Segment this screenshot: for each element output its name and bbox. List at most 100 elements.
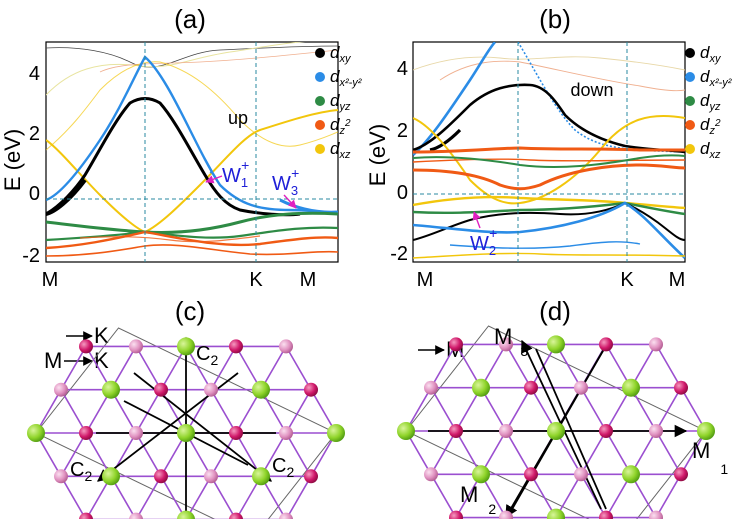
atom-green (177, 510, 195, 519)
c2-label: C2 (196, 343, 218, 368)
symmetry-axis (535, 348, 607, 510)
atom-pink (574, 380, 588, 395)
ytick: 4 (397, 58, 408, 80)
legend-marker (315, 120, 325, 130)
lattice-c (27, 327, 345, 519)
atom-magenta (154, 469, 168, 484)
bond (655, 473, 682, 519)
band-dz2 (46, 230, 338, 250)
atom-magenta (229, 426, 243, 440)
atom-pink (129, 426, 143, 440)
atom-green (327, 424, 345, 442)
atom-pink (54, 469, 68, 484)
bond (285, 432, 312, 477)
legend-marker (315, 72, 325, 82)
atom-pink (204, 382, 218, 397)
legend-entry: dxy (700, 43, 722, 65)
panel-b: (b) (365, 4, 686, 291)
bond (430, 343, 457, 389)
spin-label: down (570, 80, 613, 100)
ytick: 0 (29, 183, 40, 205)
axis-m2-label: M2 (460, 482, 496, 517)
band-faint (413, 56, 685, 71)
ytick: 0 (397, 182, 408, 204)
kpoint-label: M (417, 269, 434, 291)
atom-magenta (524, 467, 538, 482)
band-dz2 (46, 244, 338, 257)
bond (60, 345, 87, 391)
band-dx2y2 (413, 42, 496, 156)
atom-green (397, 422, 415, 440)
panel-c-label: (c) (175, 296, 205, 326)
atom-green (547, 508, 565, 519)
atom-pink (499, 337, 513, 352)
bond (430, 473, 457, 519)
legend-entry: dz2 (700, 115, 721, 137)
mk-k-label: K (94, 348, 109, 373)
legend-entry: dx²-y² (330, 67, 362, 89)
atom-magenta (229, 339, 243, 354)
band-dyz (413, 154, 685, 168)
band-dx2y2 (517, 42, 685, 153)
atom-pink (499, 510, 513, 519)
c2-label: C2 (70, 459, 92, 484)
panel-d-label: (d) (539, 296, 571, 326)
panel-b-ylabel: E (eV) (365, 124, 390, 186)
band-dxz (413, 195, 685, 210)
atom-green (102, 380, 120, 399)
legend-marker (315, 96, 325, 106)
atom-pink (129, 512, 143, 519)
lattice-d (397, 325, 715, 519)
atom-magenta (449, 337, 463, 352)
atom-pink (424, 380, 438, 395)
atom-magenta (674, 380, 688, 395)
atom-green (547, 422, 565, 440)
panel-a-bands (46, 42, 338, 257)
ytick: 2 (29, 123, 40, 145)
bond (135, 432, 162, 477)
atom-green (102, 467, 120, 486)
mk-m-label: M (44, 348, 62, 373)
legend-entry: dxz (330, 139, 351, 161)
kpoint-label: M (42, 269, 59, 291)
bond (285, 475, 312, 519)
bond (505, 387, 532, 432)
panel-b-label: (b) (539, 4, 571, 34)
bond (655, 343, 682, 389)
band-dxy (46, 178, 87, 216)
bond (580, 430, 607, 475)
atom-green (177, 337, 195, 356)
band-dxy (413, 201, 685, 241)
legend-entry: dxy (330, 43, 352, 65)
band-dx2y2 (413, 201, 685, 259)
bond (430, 430, 457, 475)
band-dxy (46, 97, 301, 217)
panel-a-frame (45, 41, 339, 263)
band-dxz (413, 252, 685, 259)
atom-magenta (674, 467, 688, 482)
kpoint-label: K (249, 269, 263, 291)
atom-magenta (599, 337, 613, 352)
bond (135, 475, 162, 519)
band-dz2 (413, 163, 685, 191)
bond (210, 432, 237, 477)
bond (430, 387, 457, 432)
atom-magenta (79, 426, 93, 440)
atom-green (622, 378, 640, 397)
bond (580, 473, 607, 519)
atom-magenta (304, 469, 318, 484)
axis-m3-label: M3 (494, 324, 528, 359)
atom-magenta (599, 510, 613, 519)
bond (655, 430, 682, 475)
weyl-w3-label: W3+ (272, 165, 299, 198)
kpoint-label: M (300, 269, 317, 291)
atom-pink (279, 339, 293, 354)
weyl-w2-arrow (472, 211, 481, 229)
bond (210, 475, 237, 519)
legend-marker (685, 96, 695, 106)
legend-entry: dxz (700, 139, 721, 161)
band-dx2y2 (279, 198, 338, 214)
weyl-w1-arrow (205, 175, 223, 184)
